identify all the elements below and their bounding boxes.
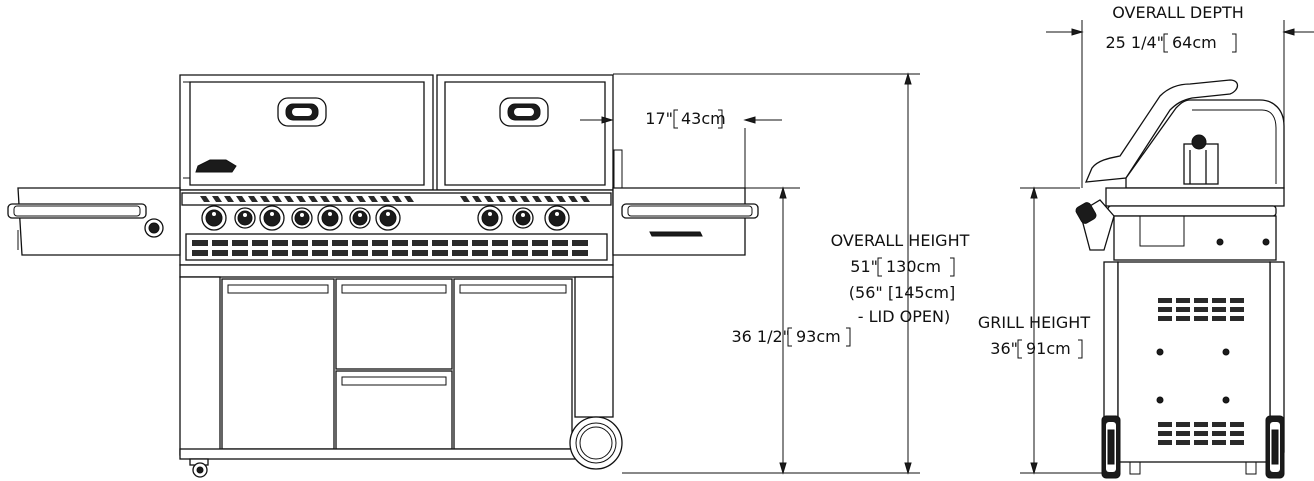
large-wheel-icon	[569, 416, 623, 470]
grill-height-metric: 91cm	[1026, 339, 1071, 358]
knob-icon	[544, 205, 570, 231]
knob-icon	[201, 205, 227, 231]
overall-height-metric: 130cm	[886, 257, 941, 276]
side-view	[1075, 79, 1285, 479]
knob-icon	[477, 205, 503, 231]
side-height-metric: 93cm	[796, 327, 841, 346]
grill-height-title: GRILL HEIGHT	[978, 313, 1090, 332]
lower-drawer	[335, 370, 453, 450]
left-door	[221, 278, 335, 450]
overall-height-title: OVERALL HEIGHT	[831, 231, 970, 250]
left-shelf-handle-icon	[7, 203, 147, 219]
knob-icon	[349, 207, 371, 229]
right-shelf-handle-icon	[621, 203, 759, 219]
knob-icon	[234, 207, 256, 229]
cabinet	[179, 264, 623, 478]
right-door	[453, 278, 573, 450]
overall-height-imperial: 51"	[850, 257, 878, 276]
knob-icon	[512, 207, 534, 229]
side-firebox	[1105, 187, 1285, 207]
knob-icon	[375, 205, 401, 231]
control-panel	[179, 189, 614, 266]
upper-drawer	[335, 278, 453, 370]
side-vent-lower	[1158, 422, 1244, 445]
side-knob-icon	[1075, 199, 1115, 251]
overall-depth-imperial: 25 1/4"	[1105, 33, 1164, 52]
left-leg	[179, 276, 221, 456]
side-shelf-handle	[1107, 205, 1277, 217]
side-front-wheel-icon	[1101, 415, 1121, 479]
side-vent-upper	[1158, 298, 1244, 321]
right-leg	[574, 276, 614, 418]
left-side-shelf	[7, 187, 181, 256]
labels: OVERALL DEPTH 25 1/4" 64cm 17" 43cm OVER…	[645, 3, 1244, 359]
front-view	[7, 74, 759, 478]
overall-height-lid-open-2: - LID OPEN)	[858, 307, 950, 326]
right-side-shelf	[612, 187, 759, 256]
rotisserie-emblem-icon	[1183, 134, 1219, 185]
knob-icon	[291, 207, 313, 229]
overall-height-lid-open-1: (56" [145cm]	[849, 283, 955, 302]
brand-logo-icon	[195, 159, 237, 173]
shelf-height-imperial: 17"	[645, 109, 673, 128]
vent-slots-top	[200, 196, 590, 202]
dimension-lines	[580, 20, 1314, 475]
overall-depth-metric: 64cm	[1172, 33, 1217, 52]
side-lid-handle	[1084, 79, 1239, 183]
shelf-height-metric: 43cm	[681, 109, 726, 128]
side-height-imperial: 36 1/2"	[731, 327, 790, 346]
side-back-wheel-icon	[1265, 415, 1285, 479]
left-lid	[179, 74, 434, 191]
knob-icon	[317, 205, 343, 231]
caster-wheel-icon	[189, 458, 209, 478]
side-burner-logo-icon	[649, 231, 703, 237]
knob-icon	[259, 205, 285, 231]
side-cart-panel	[1117, 261, 1271, 463]
right-lid	[436, 74, 623, 191]
overall-depth-title: OVERALL DEPTH	[1112, 3, 1244, 22]
grill-height-imperial: 36"	[990, 339, 1018, 358]
vent-slots-bottom	[192, 240, 588, 256]
side-foot-icon	[1245, 461, 1257, 475]
control-knobs	[201, 205, 570, 231]
side-foot-icon	[1129, 461, 1141, 475]
side-control-body	[1113, 215, 1277, 261]
